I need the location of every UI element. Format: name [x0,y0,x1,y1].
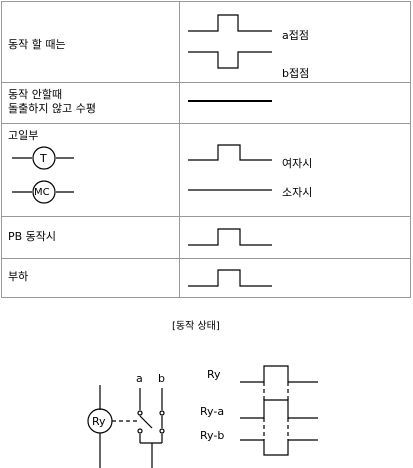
timing-ry-b [240,439,318,456]
row2-label-line1: 동작 안할때 [8,88,63,101]
timing-ry-a [240,399,318,419]
symbol-t [12,146,74,170]
figure-caption: [동작 상태] [172,321,220,332]
symbol-mc-label: MC [34,187,50,198]
coil-label: Ry [92,415,106,428]
timing-ry [240,365,318,383]
relay-circuit [87,385,165,468]
waveform-pb [188,228,272,246]
row2-label-line2: 돌출하지 않고 수평 [8,102,96,115]
table-grid [1,1,411,298]
waveform-a-contact [188,14,272,32]
timing-label-ry-a: Ry-a [200,405,225,418]
timing-diagram [240,365,318,456]
contact-b-label: b [158,372,165,385]
symbol-t-label: T [40,152,47,165]
note-deexcite: 소자시 [282,186,313,199]
row4-label: PB 동작시 [8,230,57,243]
timing-label-ry-b: Ry-b [200,429,225,442]
note-a-contact: a접점 [282,29,309,42]
waveform-b-contact [188,51,272,69]
waveform-load [188,269,272,287]
row1-label: 동작 할 때는 [8,38,66,51]
row3-label: 고일부 [8,129,39,142]
symbol-mc [12,180,74,204]
row5-label: 부하 [8,270,29,283]
contact-a-label: a [136,372,143,385]
note-b-contact: b접점 [282,67,310,80]
waveform-excite [188,144,272,161]
timing-label-ry: Ry [207,368,221,381]
note-excite: 여자시 [282,157,313,170]
